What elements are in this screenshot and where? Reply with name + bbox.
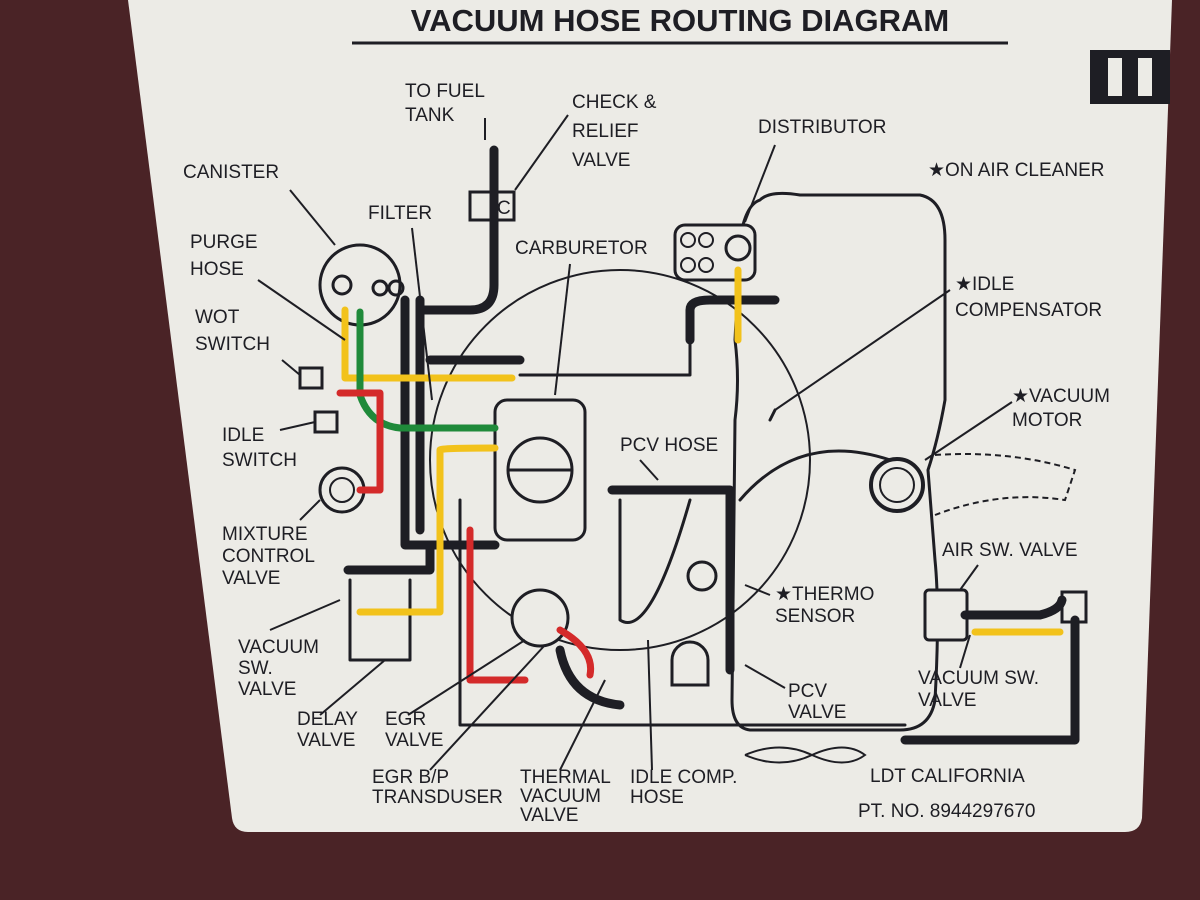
label-purge-hose: PURGE bbox=[190, 232, 258, 253]
vacuum-motor-icon bbox=[869, 457, 925, 513]
label-idle-comp-hose: HOSE bbox=[630, 787, 684, 808]
label-delay-valve: VALVE bbox=[297, 730, 355, 751]
label-vacuum-motor: ★VACUUM bbox=[1012, 386, 1110, 407]
fan-symbol bbox=[744, 746, 867, 764]
label-ldt-california: LDT CALIFORNIA bbox=[870, 766, 1025, 787]
label-idle-compensator: ★IDLE bbox=[955, 274, 1014, 295]
label-canister: CANISTER bbox=[183, 162, 279, 183]
label-delay-valve: DELAY bbox=[297, 709, 358, 730]
label-thermal-vacuum-valve: THERMAL bbox=[520, 767, 611, 788]
distributor-icon bbox=[673, 223, 757, 282]
label-wot-switch: SWITCH bbox=[195, 334, 270, 355]
red-hoses bbox=[336, 389, 595, 684]
label-idle-compensator: COMPENSATOR bbox=[955, 300, 1102, 321]
carburetor-icon bbox=[493, 398, 587, 542]
egr-valve-icon bbox=[510, 588, 570, 648]
label-vacuum-sw-valve-left: SW. bbox=[238, 658, 273, 679]
label-on-air-cleaner: ★ON AIR CLEANER bbox=[928, 160, 1104, 181]
label-thermo-sensor: ★THERMO bbox=[775, 584, 874, 605]
label-check-relief-valve: RELIEF bbox=[572, 121, 639, 142]
label-pcv-valve: PCV bbox=[788, 681, 827, 702]
label-vacuum-sw-valve-left: VALVE bbox=[238, 679, 296, 700]
label-mixture-control-valve: MIXTURE bbox=[222, 524, 308, 545]
label-vacuum-sw-valve-left: VACUUM bbox=[238, 637, 319, 658]
label-carburetor: CARBURETOR bbox=[515, 238, 648, 259]
thin-hoses bbox=[348, 328, 907, 727]
engine-outline bbox=[730, 191, 947, 732]
label-egr-valve: VALVE bbox=[385, 730, 443, 751]
label-filter: FILTER bbox=[368, 203, 432, 224]
leader-lines bbox=[257, 114, 1013, 771]
label-air-sw-valve: AIR SW. VALVE bbox=[942, 540, 1078, 561]
yellow-hoses bbox=[341, 266, 1064, 636]
label-to-fuel-tank: TO FUEL bbox=[405, 81, 485, 102]
label-idle-switch: IDLE bbox=[222, 425, 264, 446]
diagram-title: VACUUM HOSE ROUTING DIAGRAM bbox=[411, 3, 949, 38]
label-egr-bp-transduser: TRANSDUSER bbox=[372, 787, 503, 808]
label-mixture-control-valve: CONTROL bbox=[222, 546, 315, 567]
wot-switch-icon bbox=[298, 366, 324, 390]
label-thermal-vacuum-valve: VACUUM bbox=[520, 786, 601, 807]
label-distributor: DISTRIBUTOR bbox=[758, 117, 886, 138]
check-valve-letter: C bbox=[497, 198, 511, 219]
label-idle-switch: SWITCH bbox=[222, 450, 297, 471]
label-card bbox=[128, 0, 1172, 832]
label-thermal-vacuum-valve: VALVE bbox=[520, 805, 578, 826]
label-purge-hose: HOSE bbox=[190, 259, 244, 280]
label-vacuum-motor: MOTOR bbox=[1012, 410, 1082, 431]
label-idle-comp-hose: IDLE COMP. bbox=[630, 767, 737, 788]
label-egr-bp-transduser: EGR B/P bbox=[372, 767, 449, 788]
egr-bp-transduser-icon bbox=[670, 640, 710, 687]
idle-switch-icon bbox=[313, 410, 339, 434]
label-vacuum-sw-valve-right: VALVE bbox=[918, 690, 976, 711]
label-wot-switch: WOT bbox=[195, 307, 240, 328]
label-egr-valve: EGR bbox=[385, 709, 426, 730]
black-hoses bbox=[343, 145, 1080, 745]
air-cleaner-circle bbox=[429, 269, 811, 651]
label-thermo-sensor: SENSOR bbox=[775, 606, 855, 627]
label-part-number: PT. NO. 8944297670 bbox=[858, 801, 1035, 822]
label-mixture-control-valve: VALVE bbox=[222, 568, 280, 589]
label-pcv-hose: PCV HOSE bbox=[620, 435, 718, 456]
brand-logo bbox=[1090, 50, 1170, 104]
label-to-fuel-tank: TANK bbox=[405, 105, 455, 126]
component-labels: TO FUEL TANK CHECK & RELIEF VALVE DISTRIBUTOR… bbox=[183, 81, 1110, 826]
thermo-sensor-icon bbox=[686, 560, 718, 592]
label-vacuum-sw-valve-right: VACUUM SW. bbox=[918, 668, 1039, 689]
label-check-relief-valve: VALVE bbox=[572, 150, 630, 171]
intake-duct bbox=[934, 453, 1077, 516]
label-check-relief-valve: CHECK & bbox=[572, 92, 657, 113]
label-pcv-valve: VALVE bbox=[788, 702, 846, 723]
